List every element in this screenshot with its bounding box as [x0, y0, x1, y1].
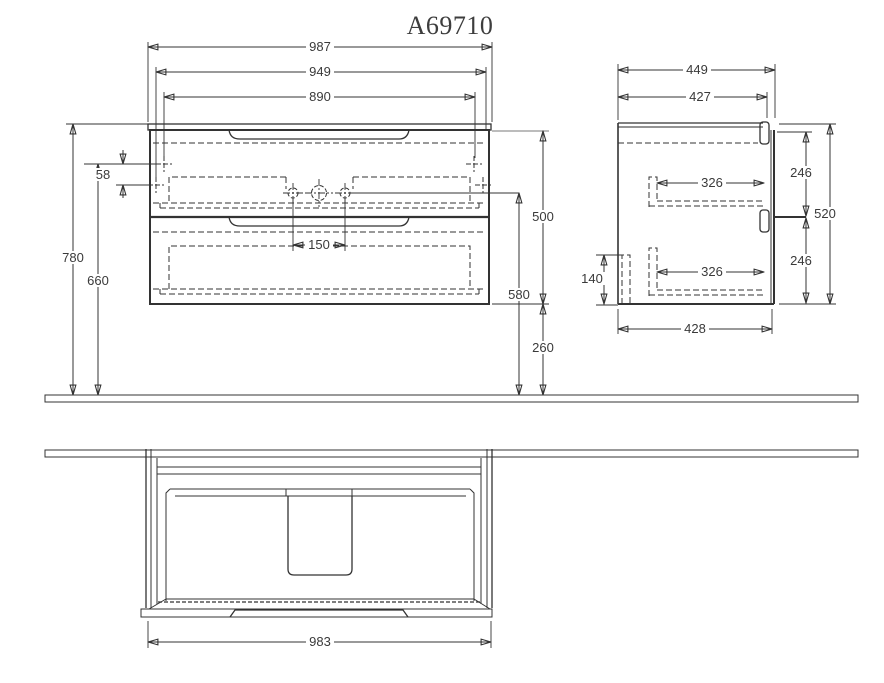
dim-side-lower-rail-depth: 326: [701, 264, 723, 279]
dim-side-bottom-depth: 428: [684, 321, 706, 336]
dim-side-cabinet-depth: 427: [689, 89, 711, 104]
plan-handle-recess: [229, 609, 409, 618]
plan-side-panels: [145, 449, 493, 608]
dim-side-overall-depth: 449: [686, 62, 708, 77]
side-hidden-lines: [618, 142, 764, 304]
model-number-title: A69710: [407, 11, 494, 40]
side-lower-handle-profile: [759, 209, 770, 233]
side-dimensions: [596, 64, 836, 334]
dim-front-upper-fixing-width: 890: [309, 89, 331, 104]
dimension-labels: 987 949 890 58 780 660 150 500 580 260 4…: [59, 39, 839, 649]
floor-hatch: [44, 394, 859, 403]
dim-front-overall-width: 987: [309, 39, 331, 54]
wall-hatch: [44, 449, 859, 458]
dim-front-fixing-hole-offset: 58: [96, 167, 110, 182]
side-upper-handle-profile: [759, 121, 770, 145]
dim-front-overall-height: 780: [62, 250, 84, 265]
fixing-hole-crosses: [148, 156, 491, 193]
lower-drawer-handle-groove: [228, 216, 410, 227]
plan-front-panel: [140, 608, 493, 618]
upper-drawer-handle-groove: [228, 129, 410, 140]
dim-plan-cabinet-width: 983: [309, 634, 331, 649]
dim-front-fixing-height: 660: [87, 273, 109, 288]
plan-basin-bowl: [287, 496, 353, 576]
dim-side-lower-front-height: 246: [790, 253, 812, 268]
dim-front-tap-hole-spacing: 150: [308, 237, 330, 252]
dim-side-upper-front-height: 246: [790, 165, 812, 180]
dim-front-tap-hole-height: 580: [508, 287, 530, 302]
dim-side-front-height-total: 520: [814, 206, 836, 221]
dim-front-cabinet-height: 500: [532, 209, 554, 224]
dim-side-upper-rail-depth: 326: [701, 175, 723, 190]
side-view: [596, 64, 836, 334]
dim-front-floor-clearance: 260: [532, 340, 554, 355]
plan-drawer-box: [148, 488, 491, 610]
dim-front-lower-fixing-width: 949: [309, 64, 331, 79]
upper-drawer-hidden-lines: [153, 142, 486, 209]
bottom-plan-view: [140, 449, 493, 648]
dim-side-rear-rail-height: 140: [581, 271, 603, 286]
